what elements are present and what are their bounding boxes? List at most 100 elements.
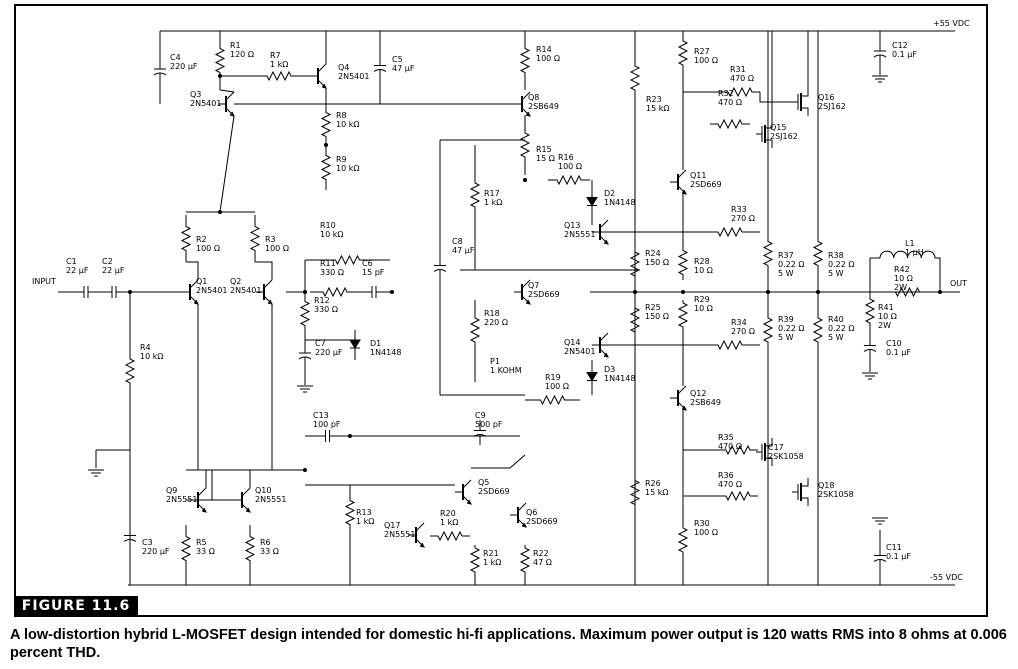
label-r35-value: 470 Ω <box>718 442 742 451</box>
label-r13-value: 1 kΩ <box>356 517 374 526</box>
label-r4-value: 10 kΩ <box>140 352 163 361</box>
label-r24-ref: R24 <box>645 249 661 258</box>
label-r27-value: 100 Ω <box>694 56 718 65</box>
label-q10-ref: Q10 <box>255 486 271 495</box>
label-c3-value: 220 µF <box>142 547 170 556</box>
label-q16-value: 2SJ162 <box>818 102 846 111</box>
wire <box>255 261 273 280</box>
transistor-q3-arrow <box>229 111 235 117</box>
figure-label: FIGURE 11.6 <box>14 596 138 617</box>
mosfet-q18-source <box>801 497 809 506</box>
label-r9-ref: R9 <box>336 155 347 164</box>
label-r41-ref: R41 <box>878 303 894 312</box>
transistor-q2-arrow <box>267 299 273 305</box>
label-r11-value: 330 Ω <box>320 268 344 277</box>
label-c12-ref: C12 <box>892 41 908 50</box>
transistor-q14-collector <box>599 332 609 342</box>
transistor-q5-arrow <box>466 499 472 505</box>
transistor-q6-arrow <box>521 522 527 528</box>
wiring <box>58 30 960 586</box>
label-c8-value: 47 µF <box>452 246 475 255</box>
label-q12-ref: Q12 <box>690 389 706 398</box>
wire <box>219 89 235 93</box>
transistor-q7-collector <box>521 279 531 289</box>
resistor-r12 <box>299 292 311 335</box>
label-r39-ref: R39 <box>778 315 794 324</box>
junction-dot <box>766 290 770 294</box>
label-c12-value: 0.1 µF <box>892 50 917 59</box>
label-c1-ref: C1 <box>66 257 77 266</box>
label-q2-ref: Q2 <box>230 277 241 286</box>
transistor-q10-collector <box>241 487 251 497</box>
junction-dot <box>633 290 637 294</box>
mosfet-q19-drain <box>765 438 773 447</box>
label-r38-ref: R38 <box>828 251 844 260</box>
resistor-r42 <box>880 286 935 298</box>
label-c5-ref: C5 <box>392 55 403 64</box>
label-q8-ref: Q8 <box>528 93 539 102</box>
label-q6-value: 2SD669 <box>526 517 558 526</box>
label-r23-ref: R23 <box>646 95 662 104</box>
transistor-q7-arrow <box>525 299 531 305</box>
label-c3-ref: C3 <box>142 538 153 547</box>
label-r18-ref: R18 <box>484 309 500 318</box>
label-r16-value: 100 Ω <box>558 162 582 171</box>
resistor-r26 <box>629 470 641 515</box>
resistor-r7 <box>258 70 300 82</box>
label-r17-value: 1 kΩ <box>484 198 502 207</box>
label-r7-value: 1 kΩ <box>270 60 288 69</box>
label-r36-value: 470 Ω <box>718 480 742 489</box>
label-r39-value: 5 W <box>778 333 794 342</box>
label-q3-ref: Q3 <box>190 90 201 99</box>
label-r37-value: 0.22 Ω <box>778 260 804 269</box>
transistor-q2-collector <box>263 279 273 289</box>
resistor-r18 <box>469 300 481 360</box>
label-r25-value: 150 Ω <box>645 312 669 321</box>
resistor-r36 <box>718 490 758 502</box>
label-r22-value: 47 Ω <box>533 558 552 567</box>
label-r25-ref: R25 <box>645 303 661 312</box>
label-c11-value: 0.1 µF <box>886 552 911 561</box>
transistor-q9-collector <box>197 487 207 497</box>
resistor-r33 <box>700 226 760 238</box>
label-r40-value: 5 W <box>828 333 844 342</box>
label-q3-value: 2N5401 <box>190 99 221 108</box>
label-c13-ref: C13 <box>313 411 329 420</box>
label-r35-ref: R35 <box>718 433 734 442</box>
transistor-q13-collector <box>599 219 609 229</box>
label-r2-value: 100 Ω <box>196 244 220 253</box>
transistor-q1-collector <box>189 279 199 289</box>
transistor-q11-collector <box>677 169 687 179</box>
wire <box>759 92 792 103</box>
label-r11-ref: R11 <box>320 259 336 268</box>
resistor-r1 <box>214 31 226 90</box>
transistor-q12-arrow <box>681 405 687 411</box>
label-c2-ref: C2 <box>102 257 113 266</box>
label-c4-value: 220 µF <box>170 62 198 71</box>
label-r21-value: 1 kΩ <box>483 558 501 567</box>
transistor-q9-arrow <box>201 507 207 513</box>
label-r20-value: 1 kΩ <box>440 518 458 527</box>
label-r21-ref: R21 <box>483 549 499 558</box>
mosfet-q16-drain <box>801 88 809 97</box>
label-r6-ref: R6 <box>260 538 271 547</box>
label-q2-value: 2N5401 <box>230 286 261 295</box>
resistor-r24 <box>629 248 641 280</box>
resistor-r22 <box>519 545 531 575</box>
resistor-r2 <box>180 215 192 262</box>
label-r5-value: 33 Ω <box>196 547 215 556</box>
positive-rail-label: +55 VDC <box>933 19 970 28</box>
label-q8-value: 2SB649 <box>528 102 559 111</box>
label-r8-value: 10 kΩ <box>336 120 359 129</box>
label-r41-value: 10 Ω <box>878 312 897 321</box>
label-p1-value: 1 KOHM <box>490 366 522 375</box>
label-r36-ref: R36 <box>718 471 734 480</box>
resistor-r11 <box>310 286 360 298</box>
transistor-q17-arrow <box>419 542 425 548</box>
resistor-r29 <box>677 300 689 330</box>
label-r3-value: 100 Ω <box>265 244 289 253</box>
resistor-r14 <box>519 31 531 90</box>
label-r5-ref: R5 <box>196 538 207 547</box>
mosfet-q19-source <box>765 457 773 466</box>
